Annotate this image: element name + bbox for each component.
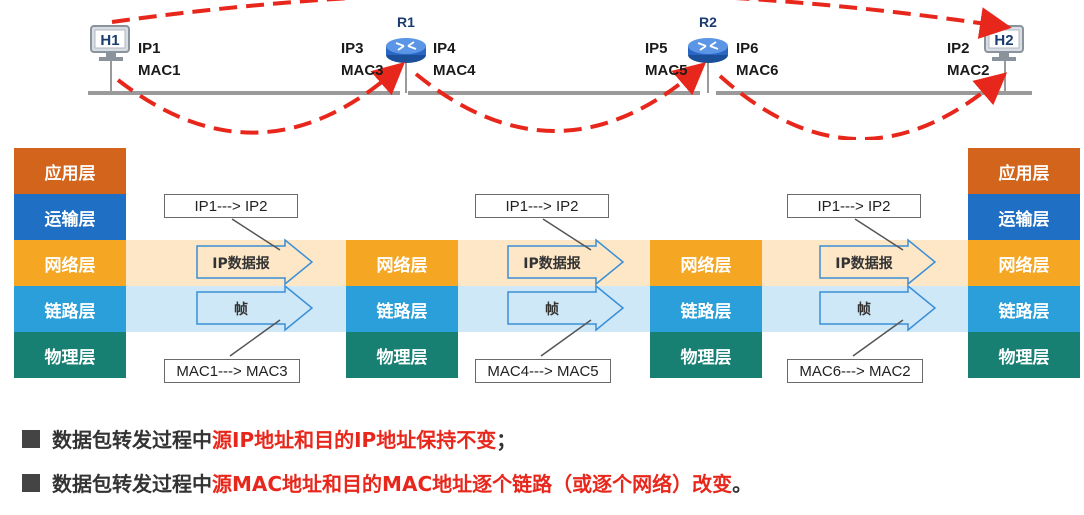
svg-text:H2: H2	[994, 32, 1013, 49]
mac-address-box-1: MAC1---> MAC3	[164, 359, 300, 383]
h2-physical-layer: 物理层	[968, 332, 1080, 378]
r1-network-layer: 网络层	[346, 240, 458, 286]
bullet-square-icon	[22, 473, 40, 492]
ip-datagram-label-2: IP数据报	[523, 256, 581, 272]
frame-label-3: 帧	[857, 302, 871, 318]
h2-mac-label: MAC2	[947, 62, 990, 79]
r1-link-layer: 链路层	[346, 286, 458, 332]
ip-datagram-label-1: IP数据报	[212, 256, 270, 272]
r2-right-mac-label: MAC6	[736, 62, 779, 79]
h2-app-layer: 应用层	[968, 148, 1080, 194]
ip-datagram-arrow-1	[196, 238, 314, 286]
h1-ip-label: IP1	[138, 40, 161, 57]
ip-address-box-3: IP1---> IP2	[787, 194, 921, 218]
h1-link-layer: 链路层	[14, 286, 126, 332]
h1-network-layer: 网络层	[14, 240, 126, 286]
host-h2-icon: H2	[984, 25, 1024, 61]
router-r2-icon	[688, 38, 728, 63]
h1-mac-label: MAC1	[138, 62, 181, 79]
frame-arrow-3	[819, 284, 937, 332]
r2-left-ip-label: IP5	[645, 40, 668, 57]
router-r2-label: R2	[699, 14, 717, 30]
hop-arc-1	[116, 62, 406, 135]
ip-address-box-1: IP1---> IP2	[164, 194, 298, 218]
ip-address-box-2: IP1---> IP2	[475, 194, 609, 218]
frame-arrow-1	[196, 284, 314, 332]
h1-app-layer: 应用层	[14, 148, 126, 194]
h1-transport-layer: 运输层	[14, 194, 126, 240]
frame-arrow-2	[507, 284, 625, 332]
packet-arrows	[196, 218, 937, 357]
h2-ip-label: IP2	[947, 40, 970, 57]
r1-right-mac-label: MAC4	[433, 62, 476, 79]
lan-line-2	[408, 91, 700, 95]
network-topology: H1 H2	[88, 0, 1032, 140]
lan-line-3	[716, 91, 1032, 95]
mac-address-box-3: MAC6---> MAC2	[787, 359, 923, 383]
note-mac-changes: 数据包转发过程中源MAC地址和目的MAC地址逐个链路（或逐个网络）改变。	[22, 468, 752, 497]
r1-physical-layer: 物理层	[346, 332, 458, 378]
frame-label-1: 帧	[234, 302, 248, 318]
bullet-square-icon	[22, 429, 40, 448]
r2-physical-layer: 物理层	[650, 332, 762, 378]
h2-transport-layer: 运输层	[968, 194, 1080, 240]
r1-left-mac-label: MAC3	[341, 62, 384, 79]
note-ip-unchanged: 数据包转发过程中源IP地址和目的IP地址保持不变；	[22, 424, 516, 453]
end-to-end-arc	[111, 0, 1012, 39]
h2-link-layer: 链路层	[968, 286, 1080, 332]
r1-right-ip-label: IP4	[433, 40, 456, 57]
svg-text:H1: H1	[100, 32, 119, 49]
hop-arc-3	[718, 72, 1008, 140]
ip-datagram-label-3: IP数据报	[835, 256, 893, 272]
router-r1-label: R1	[397, 14, 415, 30]
r2-left-mac-label: MAC5	[645, 62, 688, 79]
frame-label-2: 帧	[545, 302, 559, 318]
r2-right-ip-label: IP6	[736, 40, 759, 57]
router-r1-icon	[386, 38, 426, 63]
h2-network-layer: 网络层	[968, 240, 1080, 286]
ip-datagram-arrow-3	[819, 238, 937, 286]
host-h1-icon: H1	[90, 25, 130, 61]
lan-line-1	[88, 91, 400, 95]
h1-physical-layer: 物理层	[14, 332, 126, 378]
r1-left-ip-label: IP3	[341, 40, 364, 57]
r2-network-layer: 网络层	[650, 240, 762, 286]
r2-link-layer: 链路层	[650, 286, 762, 332]
mac-address-box-2: MAC4---> MAC5	[475, 359, 611, 383]
ip-datagram-arrow-2	[507, 238, 625, 286]
